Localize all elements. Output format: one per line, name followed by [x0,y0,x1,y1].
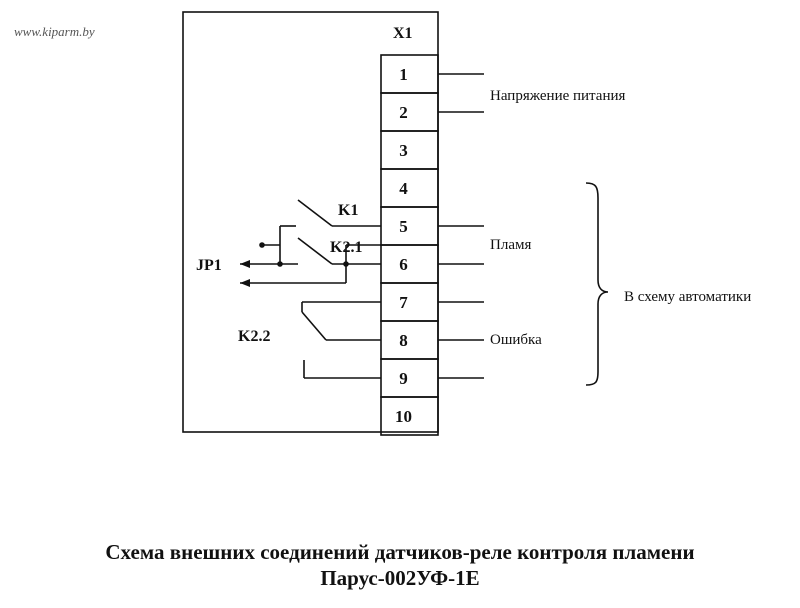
contact-k1 [297,199,381,227]
terminal-number: 3 [399,141,408,160]
label-k2-1: K2.1 [330,239,362,256]
label-error: Ошибка [490,332,542,348]
terminal-cell [380,130,439,170]
bracket [585,182,609,386]
terminal-number: 8 [399,331,408,350]
terminal-number: 1 [399,65,408,84]
terminal-cell [380,168,439,208]
terminal-block: 1 2 3 4 5 6 7 8 9 10 [380,54,439,436]
label-k2-2: K2.2 [238,328,270,345]
caption-line-2: Парус-002УФ-1Е [320,566,480,590]
terminal-cell [380,396,439,436]
terminal-number: 5 [399,217,408,236]
terminal-number: 7 [399,293,408,312]
terminal-number: 4 [399,179,408,198]
terminal-cell [380,244,439,284]
arrow-left-icon [240,260,250,268]
terminal-cell [380,206,439,246]
external-wires [438,73,484,379]
terminal-number: 6 [399,255,408,274]
contact-k2-2 [301,301,381,379]
terminal-number: 10 [395,407,412,426]
contact-k2-1 [297,237,381,267]
label-jp1: JP1 [196,257,222,274]
connector-label: X1 [393,25,413,42]
terminal-cell [380,54,439,94]
jumper-jp1 [240,225,347,287]
watermark: www.kiparm.by [14,24,95,39]
terminal-cell [380,320,439,360]
label-flame: Пламя [490,237,531,253]
label-power: Напряжение питания [490,88,626,104]
label-k1: K1 [338,202,358,219]
terminal-number: 9 [399,369,408,388]
arrow-left-icon [240,279,250,287]
terminal-number: 2 [399,103,408,122]
wiring-diagram: www.kiparm.by X1 1 2 3 4 5 6 7 8 9 10 [14,11,751,436]
label-automation: В схему автоматики [624,289,751,305]
terminal-cell [380,358,439,398]
caption-line-1: Схема внешних соединений датчиков-реле к… [105,540,695,564]
terminal-cell [380,282,439,322]
terminal-cell [380,92,439,132]
